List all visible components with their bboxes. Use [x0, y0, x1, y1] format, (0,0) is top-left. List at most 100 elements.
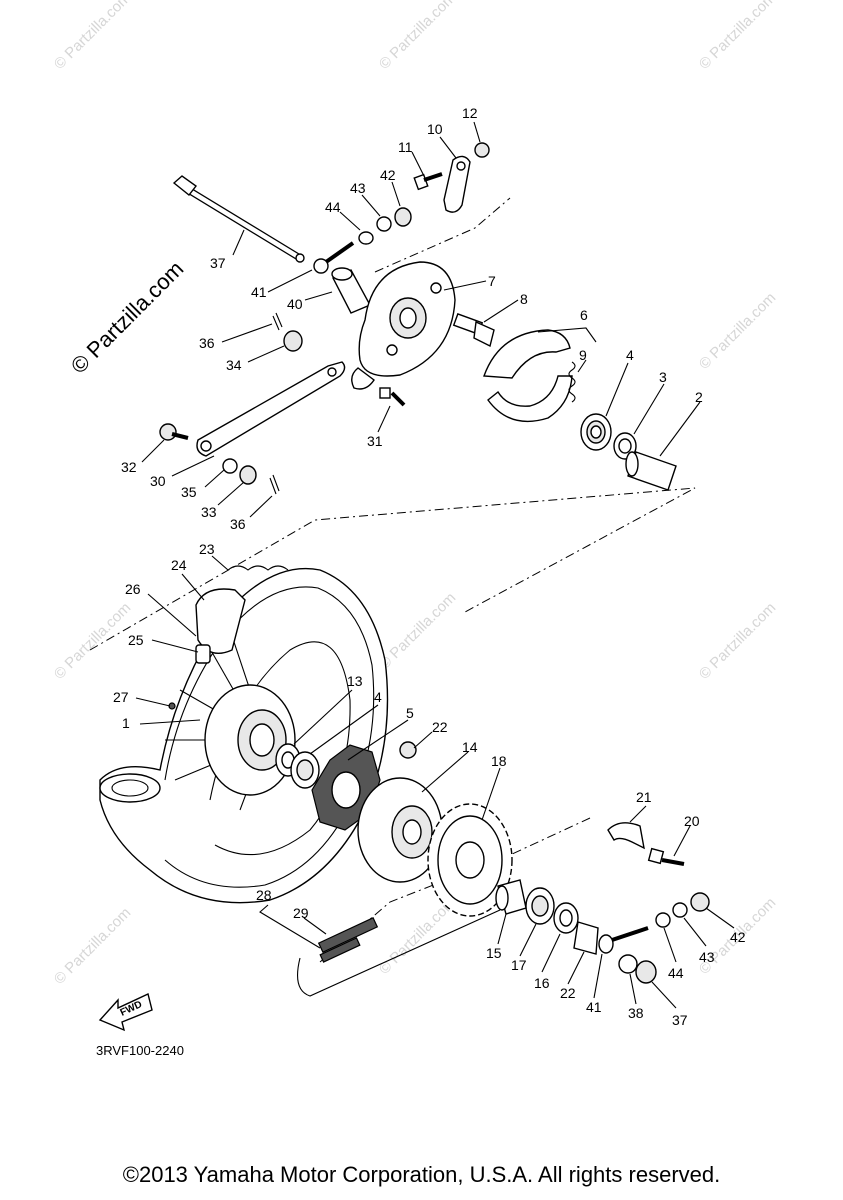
washer [618, 954, 638, 974]
callout-8: 6 [580, 307, 588, 323]
cotter-pin [269, 474, 280, 495]
nut [394, 207, 412, 227]
clutch-hub [357, 777, 443, 883]
copyright-notice: ©2013 Yamaha Motor Corporation, U.S.A. A… [122, 1162, 721, 1187]
callout-44: 44 [325, 199, 341, 215]
collar [495, 879, 527, 915]
sprocket [427, 803, 513, 917]
callout-18: 18 [491, 753, 507, 769]
spring [568, 361, 576, 403]
callout-7: 7 [488, 273, 496, 289]
adjuster-bolt [598, 926, 649, 954]
watermark: © Partzilla.com [696, 599, 779, 682]
callout-2: 2 [695, 389, 703, 405]
nut [399, 741, 417, 759]
bolt [647, 847, 685, 866]
cotter-pin [272, 312, 283, 331]
watermark: © Partzilla.com [51, 0, 134, 73]
callout-14: 14 [462, 739, 478, 755]
tension-bar [196, 361, 346, 457]
collar [331, 267, 371, 314]
callout-36: 36 [230, 516, 246, 532]
washer [222, 458, 238, 474]
callout-21: 22 [432, 719, 448, 735]
nut [239, 465, 257, 485]
brake-shoes [483, 329, 573, 423]
callout-31: 31 [367, 433, 383, 449]
nut [283, 330, 303, 352]
callout-11: 10 [427, 121, 443, 137]
callout-10: 8 [520, 291, 528, 307]
callout-16: 16 [534, 975, 550, 991]
callout-43: 43 [350, 180, 366, 196]
callout-19: 20 [684, 813, 700, 829]
callout-26: 26 [125, 581, 141, 597]
callout-3: 3 [659, 369, 667, 385]
callout-41: 41 [586, 999, 602, 1015]
axle-nut [635, 960, 657, 984]
bearing [580, 413, 612, 451]
callout-9: 9 [579, 347, 587, 363]
brake-camshaft [452, 313, 495, 348]
washer [655, 912, 671, 928]
callout-15: 15 [486, 945, 502, 961]
callout-5: 5 [406, 705, 414, 721]
callout-36: 36 [199, 335, 215, 351]
callout-27: 27 [113, 689, 129, 705]
callout-20: 21 [636, 789, 652, 805]
watermark: © Partzilla.com [51, 599, 134, 682]
watermark: © Partzilla.com [51, 904, 134, 987]
callout-38: 37 [672, 1012, 688, 1028]
bolt [379, 387, 406, 407]
watermark: © Partzilla.com [696, 289, 779, 372]
watermark: © Partzilla.com [376, 589, 459, 672]
watermark-main: © Partzilla.com [66, 256, 189, 379]
tube-and-band [195, 565, 289, 664]
diagram-code: 3RVF100-2240 [96, 1043, 184, 1058]
chain-puller [607, 822, 645, 850]
callout-22: 22 [560, 985, 576, 1001]
chain-joint [317, 916, 379, 963]
callout-28: 28 [256, 887, 272, 903]
washer [358, 231, 374, 245]
callout-4: 4 [626, 347, 634, 363]
callout-42: 42 [380, 167, 396, 183]
callout-6: 13 [347, 673, 363, 689]
callout-24: 24 [171, 557, 187, 573]
callout-13: 12 [462, 105, 478, 121]
watermark: © Partzilla.com [376, 0, 459, 73]
bolt [413, 172, 443, 191]
callout-32: 32 [121, 459, 137, 475]
callout-23: 23 [199, 541, 215, 557]
nut [474, 142, 490, 158]
brake-shoe-plate [351, 261, 456, 390]
collar [573, 921, 599, 955]
spring-washer [672, 902, 688, 918]
callout-17: 17 [511, 957, 527, 973]
bearing [525, 887, 555, 925]
leader-lines [135, 121, 735, 1009]
drive-chain [297, 909, 501, 997]
callout-34: 34 [226, 357, 242, 373]
callout-29: 29 [293, 905, 309, 921]
watermark: © Partzilla.com [696, 0, 779, 73]
callout-33: 33 [201, 504, 217, 520]
oil-seal [553, 902, 579, 934]
spring-washer [376, 216, 392, 232]
callout-12: 11 [398, 139, 413, 155]
callout-44: 44 [668, 965, 684, 981]
callout-labels: 12 10 11 42 43 44 37 41 40 7 8 6 9 4 3 2… [113, 105, 746, 1028]
callout-42: 42 [730, 929, 746, 945]
callout-39: 38 [628, 1005, 644, 1021]
camshaft-lever [443, 155, 471, 213]
fwd-arrow-icon: FWD [98, 993, 153, 1032]
callout-41: 41 [251, 284, 267, 300]
nut [690, 892, 710, 912]
bolt [159, 423, 189, 441]
callout-40: 40 [287, 296, 303, 312]
hub [204, 684, 296, 796]
callout-30: 30 [150, 473, 166, 489]
parts-lower: FWD 3RVF100-2240 [96, 565, 710, 1058]
adjuster-bolt [313, 241, 355, 274]
